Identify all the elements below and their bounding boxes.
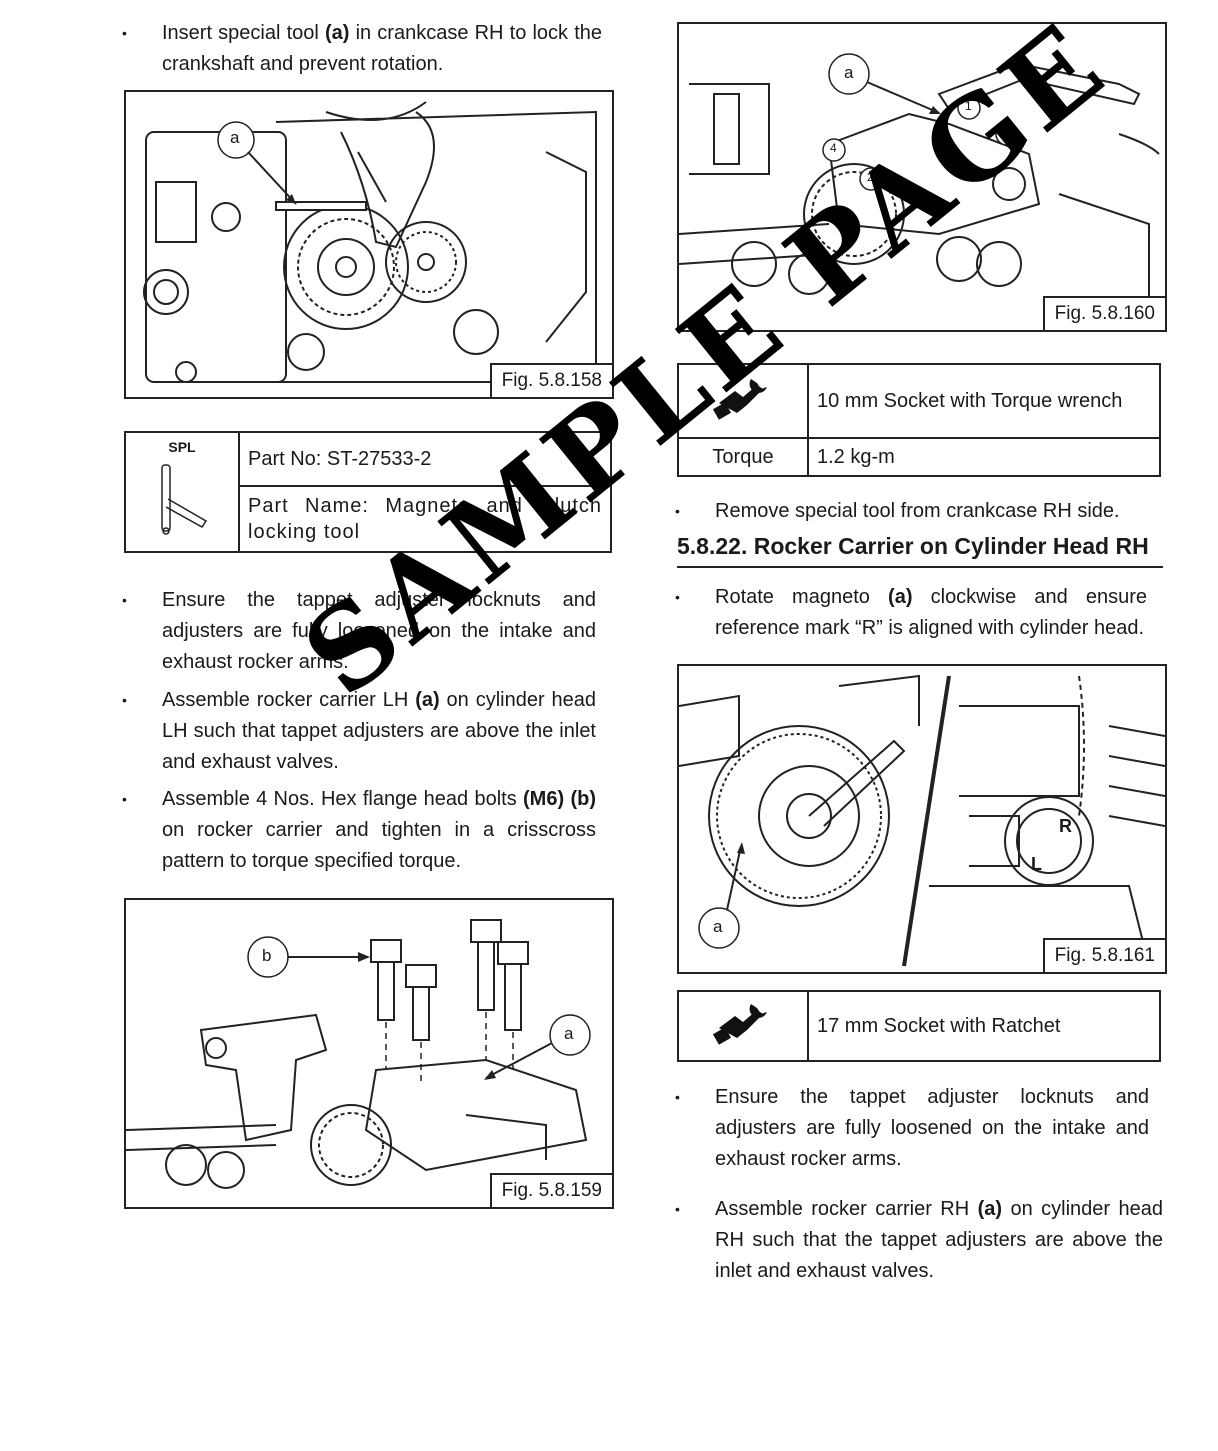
callout-b — [247, 936, 370, 978]
torque-value: 1.2 kg-m — [807, 437, 1161, 477]
step-insert-special-tool: • Insert special tool (a) in crankcase R… — [122, 18, 602, 80]
step-assemble-rocker-rh: • Assemble rocker carrier RH (a) on cyli… — [675, 1194, 1163, 1287]
tool-description: 10 mm Socket with Torque wrench — [807, 363, 1161, 439]
figure-label: Fig. 5.8.158 — [489, 363, 612, 397]
torque-label: Torque — [677, 437, 809, 477]
part-number: Part No: ST-27533-2 — [238, 431, 612, 487]
step-ensure-tappet-lh: • Ensure the tappet adjuster locknuts an… — [122, 585, 596, 678]
tool-icon-cell — [677, 363, 809, 439]
step-remove-special-tool: • Remove special tool from crankcase RH … — [675, 496, 1155, 527]
tool-icon-cell — [677, 990, 809, 1062]
wrench-hand-icon — [712, 379, 767, 420]
section-heading: 5.8.22. Rocker Carrier on Cylinder Head … — [677, 533, 1149, 559]
wrench-hand-icon — [712, 1004, 767, 1045]
sequence-markers — [822, 96, 1019, 191]
figure-label: Fig. 5.8.160 — [1042, 296, 1165, 330]
callout-a — [484, 1014, 591, 1080]
crankcase-tool-illustration — [143, 101, 597, 383]
bullet-icon: • — [122, 592, 127, 608]
figure-5-8-159: b a Fig. 5.8.159 — [124, 898, 614, 1209]
rocker-carrier-bolts-illustration — [126, 919, 591, 1189]
heading-rule — [677, 566, 1163, 568]
mark-l: L — [1031, 854, 1042, 874]
bullet-icon: • — [675, 589, 680, 605]
bullet-icon: • — [675, 1089, 680, 1105]
figure-5-8-158: a Fig. 5.8.158 — [124, 90, 614, 399]
tool-table-ratchet: 17 mm Socket with Ratchet — [677, 990, 1161, 1062]
step-ensure-tappet-rh: • Ensure the tappet adjuster locknuts an… — [675, 1082, 1149, 1175]
step-assemble-bolts: • Assemble 4 Nos. Hex flange head bolts … — [122, 784, 596, 877]
tool-table-torque: 10 mm Socket with Torque wrench Torque 1… — [677, 363, 1161, 477]
step-rotate-magneto: • Rotate magneto (a) clockwise and ensur… — [675, 582, 1147, 644]
bullet-icon: • — [675, 503, 680, 519]
figure-5-8-160: a 1 2 3 4 Fig. 5.8.160 — [677, 22, 1167, 332]
tool-description: 17 mm Socket with Ratchet — [807, 990, 1161, 1062]
step-assemble-rocker-lh: • Assemble rocker carrier LH (a) on cyli… — [122, 685, 596, 778]
locking-tool-icon — [161, 464, 208, 535]
torque-wrench-illustration — [679, 53, 1160, 305]
callout-a — [828, 53, 941, 114]
magneto-alignment-illustration — [679, 674, 1165, 967]
mark-r: R — [1059, 816, 1072, 836]
part-name: Part Name: Magneto and Clutch locking to… — [238, 485, 612, 553]
special-tool-table: SPL Part No: ST-27533-2 Part Name: Magne… — [124, 431, 612, 553]
figure-label: Fig. 5.8.161 — [1042, 938, 1165, 972]
callout-a — [698, 842, 745, 949]
bullet-icon: • — [122, 692, 127, 708]
bullet-icon: • — [675, 1201, 680, 1217]
spl-cell: SPL — [124, 431, 240, 553]
figure-5-8-161: a R L Fig. 5.8.161 — [677, 664, 1167, 974]
callout-a — [217, 121, 297, 205]
figure-label: Fig. 5.8.159 — [489, 1173, 612, 1207]
bullet-icon: • — [122, 25, 127, 41]
bullet-icon: • — [122, 791, 127, 807]
